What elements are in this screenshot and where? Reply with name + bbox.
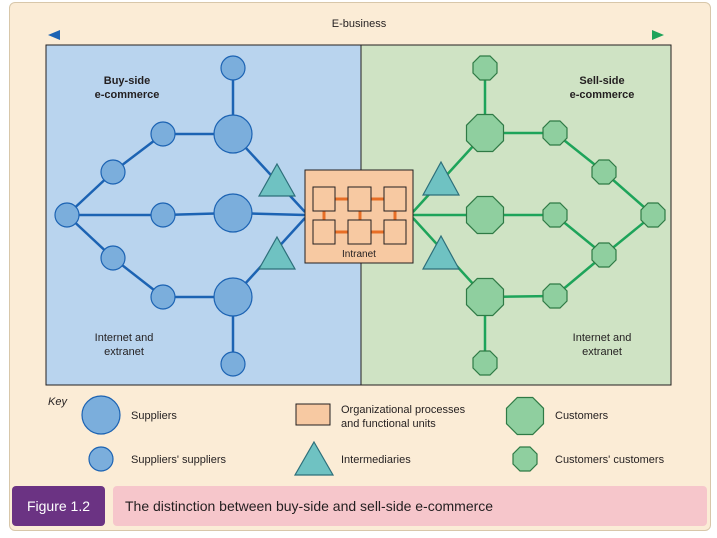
org-unit	[312, 186, 336, 212]
sell-side-title: e-commerce	[570, 89, 635, 101]
customers-customer-node	[591, 242, 617, 268]
sell-side-network-label: extranet	[582, 346, 622, 358]
buy-side-network-label: Internet and	[95, 332, 154, 344]
customers-customer-node	[640, 202, 666, 228]
suppliers-supplier-node	[220, 351, 246, 377]
intranet-box	[304, 169, 414, 264]
intranet-label: Intranet	[342, 249, 376, 260]
figure-caption: Figure 1.2 The distinction between buy-s…	[12, 486, 707, 526]
intermediary-node	[257, 162, 297, 197]
key-org-label: Organizational processes	[341, 404, 466, 416]
key-title: Key	[48, 396, 68, 408]
buy-side-network-label: extranet	[104, 346, 144, 358]
intermediary-node	[421, 160, 461, 196]
suppliers-supplier-node	[220, 55, 246, 81]
customers-customer-node	[591, 159, 617, 185]
suppliers-supplier-node	[150, 202, 176, 228]
customers-customer-node	[472, 350, 498, 376]
buy-side-title: Buy-side	[104, 75, 150, 87]
key-intermediary-icon	[293, 440, 335, 476]
sell-side-title: Sell-side	[579, 75, 624, 87]
customer-node	[465, 277, 505, 317]
key-customers-label: Customers	[555, 410, 609, 422]
org-unit	[383, 186, 407, 212]
customers-customer-node	[472, 55, 498, 81]
customers-customer-node	[542, 283, 568, 309]
figure-number: Figure 1.2	[12, 486, 105, 526]
customers-customer-node	[542, 120, 568, 146]
intermediary-node	[421, 234, 461, 270]
key-intermediaries-label: Intermediaries	[341, 454, 411, 466]
key-customer-icon	[505, 396, 545, 436]
supplier-node	[213, 193, 253, 233]
key-suppliers-label: Suppliers	[131, 410, 177, 422]
suppliers-supplier-node	[100, 159, 126, 185]
key-org-label: and functional units	[341, 418, 436, 430]
suppliers-supplier-node	[150, 121, 176, 147]
sell-side-network-label: Internet and	[573, 332, 632, 344]
org-unit	[312, 219, 336, 245]
customer-node	[465, 195, 505, 235]
org-unit	[383, 219, 407, 245]
buy-side-title: e-commerce	[95, 89, 160, 101]
supplier-node	[213, 114, 253, 154]
suppliers-supplier-node	[150, 284, 176, 310]
e-business-label: E-business	[332, 18, 387, 30]
intermediary-node	[257, 235, 297, 270]
supplier-node	[213, 277, 253, 317]
suppliers-supplier-node	[100, 245, 126, 271]
figure-title: The distinction between buy-side and sel…	[113, 486, 707, 526]
customers-customer-node	[542, 202, 568, 228]
e-business-span-arrow	[48, 30, 664, 40]
key-suppliers-suppliers-label: Suppliers' suppliers	[131, 454, 227, 466]
org-unit	[347, 186, 372, 212]
key-customers-customers-label: Customers' customers	[555, 454, 665, 466]
customer-node	[465, 113, 505, 153]
key-org-unit-icon	[295, 403, 331, 426]
suppliers-supplier-node	[54, 202, 80, 228]
key-customers-customer-icon	[512, 446, 538, 472]
key-suppliers-supplier-icon	[88, 446, 114, 472]
org-unit	[347, 219, 372, 245]
key-supplier-icon	[81, 395, 121, 435]
